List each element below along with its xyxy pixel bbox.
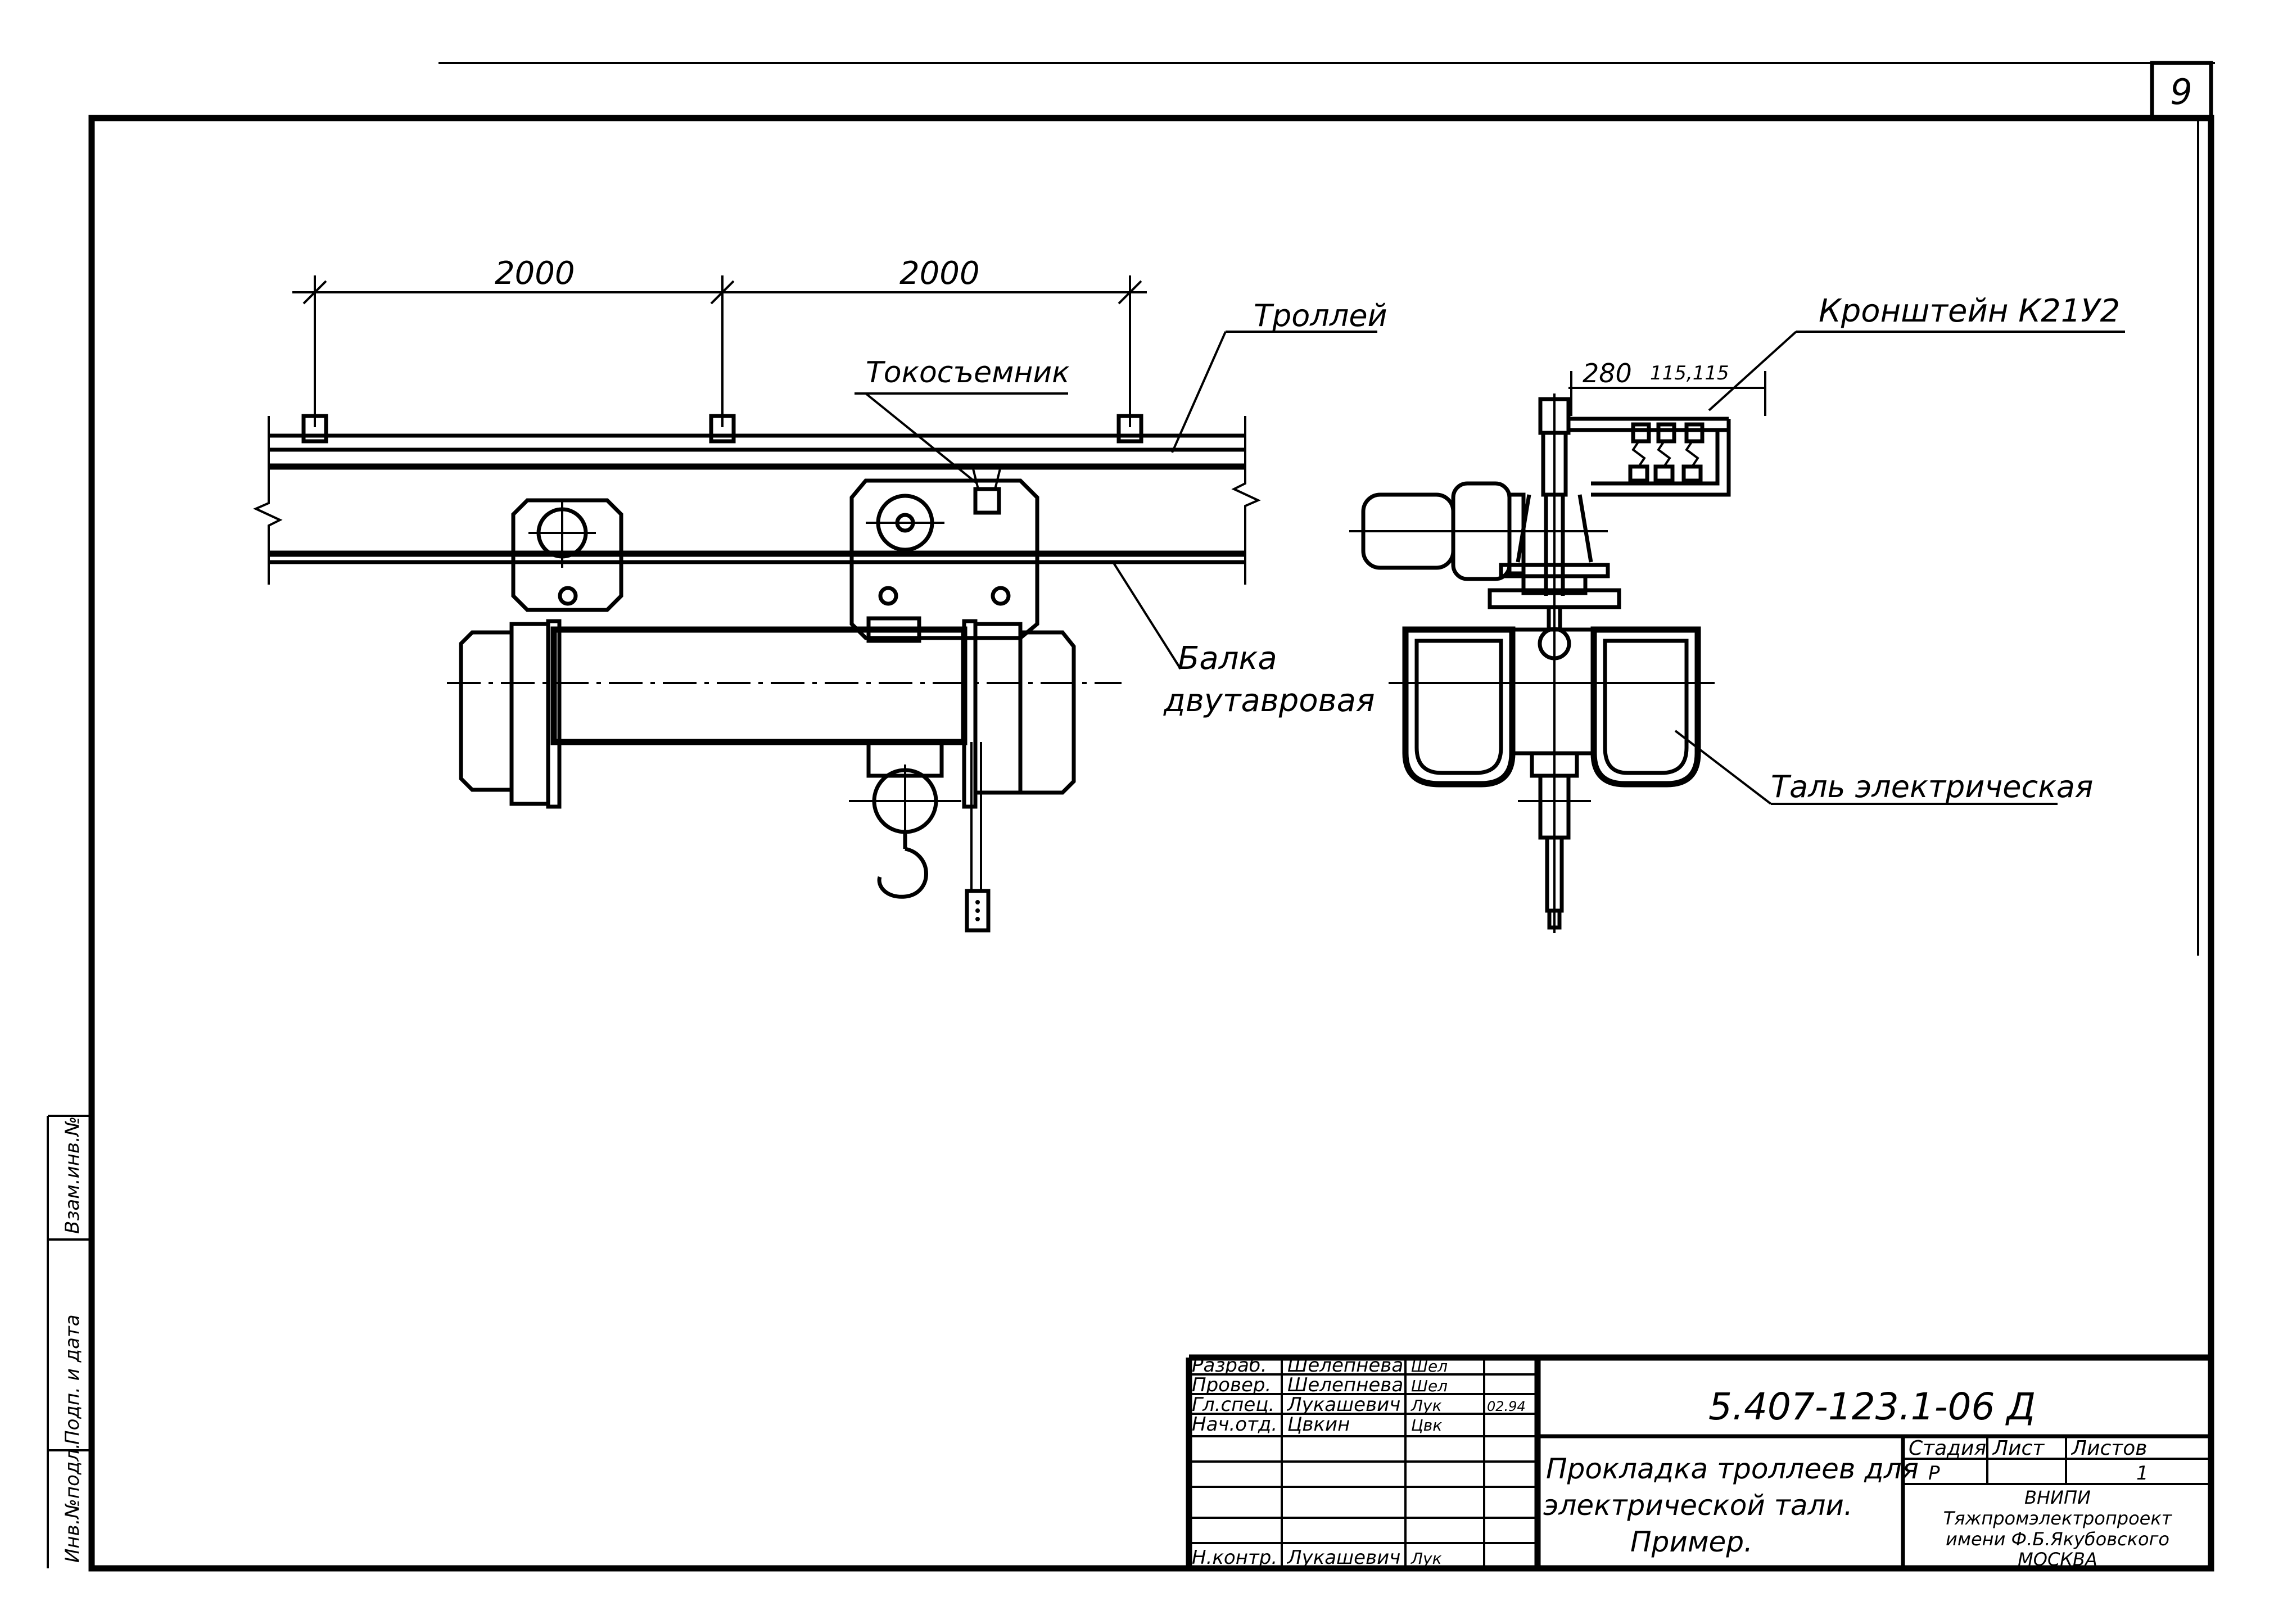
- margin-label-inv-no: Инв.№подл.: [61, 1443, 84, 1563]
- margin-label-replace-inv: Взам.инв.№: [61, 1116, 84, 1234]
- label-bracket: Кронштейн К21У2: [1819, 293, 2120, 329]
- pendant-control: [965, 742, 991, 933]
- end-carriage-left: [511, 498, 623, 612]
- tb-role-0: Разраб.: [1192, 1354, 1267, 1377]
- trolley-holders: [301, 405, 1143, 444]
- sheets-header: Листов: [2070, 1437, 2147, 1460]
- current-collector: Токосъемник: [855, 356, 1070, 515]
- tb-role-1: Провер.: [1192, 1374, 1271, 1396]
- drawing-title-line1: Прокладка троллеев для: [1546, 1453, 1919, 1485]
- tb-sign-2: Лук: [1410, 1396, 1442, 1415]
- hook-block: [849, 740, 961, 899]
- tb-role-4: Н.контр.: [1192, 1546, 1277, 1569]
- dimension-bracket-spacing: 115,115: [1650, 362, 1729, 384]
- hoist-drum: [447, 616, 1122, 809]
- hoist-motor: [1349, 481, 1608, 581]
- stage-value: Р: [1928, 1462, 1940, 1485]
- label-current-collector: Токосъемник: [866, 356, 1070, 390]
- dimension-lines: 2000 2000: [292, 255, 1147, 427]
- hook-side: [1518, 751, 1591, 930]
- tb-role-2: Гл.спец.: [1192, 1394, 1274, 1416]
- org-line3: имени Ф.Б.Якубовского: [1946, 1528, 2169, 1550]
- tb-sign-3: Цвк: [1411, 1416, 1442, 1435]
- drawing-title-line2: электрической тали.: [1543, 1489, 1853, 1522]
- side-view-labels: Таль электрическая: [1674, 730, 2093, 805]
- tb-name-4: Лукашевич: [1286, 1546, 1400, 1569]
- sheet-number-box: [2150, 61, 2213, 120]
- hoist-frame: [1488, 393, 1621, 933]
- dimension-span-1: 2000: [495, 255, 575, 292]
- front-view-labels: Троллей Балка двутавровая: [1112, 298, 1387, 719]
- label-trolley: Троллей: [1254, 298, 1387, 333]
- label-hoist: Таль электрическая: [1771, 769, 2093, 804]
- margin-label-sign-date: Подп. и дата: [61, 1314, 84, 1445]
- bracket: 280 115,115 Кронштейн К21У2: [1538, 293, 2125, 497]
- drawing-title-line3: Пример.: [1630, 1526, 1753, 1558]
- org-line1: ВНИПИ: [2024, 1487, 2091, 1508]
- sheet-header: Лист: [1992, 1437, 2045, 1460]
- dimension-span-2: 2000: [899, 255, 980, 292]
- i-beam: [253, 416, 1261, 585]
- left-margin-stamp: Инв.№подл. Подп. и дата Взам.инв.№: [47, 1115, 92, 1568]
- stage-header: Стадия: [1909, 1437, 1986, 1460]
- tb-name-1: Шелепнева: [1287, 1374, 1403, 1396]
- tb-name-3: Цвкин: [1287, 1413, 1350, 1436]
- end-carriage-right: [849, 478, 1039, 640]
- org-line4: МОСКВА: [2018, 1549, 2097, 1570]
- label-beam-line2: двутавровая: [1163, 682, 1375, 719]
- tb-sign-4: Лук: [1410, 1549, 1442, 1568]
- tb-date-2: 02.94: [1487, 1399, 1526, 1414]
- tb-name-0: Шелепнева: [1287, 1354, 1403, 1377]
- tb-sign-0: Шел: [1411, 1357, 1448, 1376]
- sheet-frame: 9: [88, 61, 2215, 1572]
- tb-name-2: Лукашевич: [1286, 1394, 1400, 1416]
- front-view: 2000 2000: [253, 255, 1387, 933]
- sheets-value: 1: [2136, 1462, 2149, 1485]
- org-line2: Тяжпромэлектропроект: [1943, 1508, 2173, 1529]
- dimension-bracket: 280: [1583, 358, 1632, 388]
- title-block: Разраб. Шелепнева Шел Провер. Шелепнева …: [1186, 1354, 2211, 1570]
- label-beam-line1: Балка: [1178, 640, 1277, 677]
- sheet-number: 9: [2170, 71, 2192, 112]
- hoist-drums-side: [1389, 626, 1715, 788]
- tb-sign-1: Шел: [1411, 1377, 1448, 1395]
- document-code: 5.407-123.1-06 Д: [1708, 1385, 2036, 1428]
- side-view: 280 115,115 Кронштейн К21У2: [1349, 293, 2125, 933]
- tb-role-3: Нач.отд.: [1192, 1413, 1277, 1436]
